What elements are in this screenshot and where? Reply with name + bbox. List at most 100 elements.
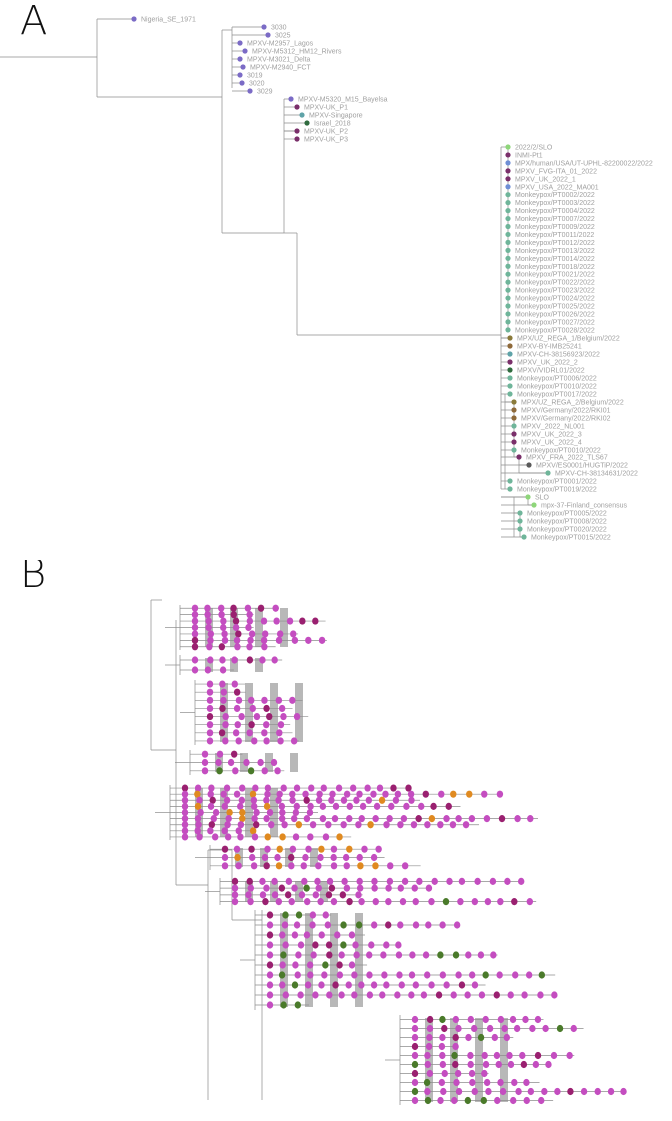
tip-marker [505,208,511,214]
tip-label: Monkeypox/PT0003/2022 [515,200,595,207]
tip-dot [305,845,312,853]
tip-label: MPXV-UK_P1 [304,105,348,112]
tip-marker [505,263,511,269]
tip-dot [423,1078,431,1087]
tip-dot [266,1001,274,1009]
tip-marker [505,168,511,174]
tip-dot [235,827,242,835]
tip-dot [181,784,189,792]
tip-label: Monkeypox/PT0015/2022 [531,535,611,542]
tip-dot [253,712,261,721]
tip-dot [270,758,278,767]
tip-dot [275,696,283,704]
tip-dot [483,815,491,823]
tip-label: Monkeypox/PT0027/2022 [515,319,595,326]
tip-dot [206,729,214,737]
tip-dot [388,802,395,810]
tip-dot [238,796,246,804]
collapsed-clade-bar [255,658,263,672]
tip-dot [206,704,214,713]
tip-dot [282,911,289,919]
tip-dot [215,758,222,767]
tip-dot [451,1051,458,1060]
tip-dot [290,737,298,745]
tip-dot [293,784,301,792]
tip-dot [244,604,252,612]
tip-dot [322,911,329,919]
tip-dot [266,712,273,721]
tip-label: MPX/human/USA/UT-UPHL-82200022/2022 [515,160,653,167]
tip-label: Monkeypox/PT0014/2022 [515,256,595,263]
tip-dot [303,815,311,823]
tip-label: INMI-Pt1 [515,152,543,159]
tip-dot [467,1051,474,1060]
tip-dot [494,1096,501,1105]
tip-dot [486,1024,494,1033]
tip-dot [422,790,429,798]
tip-dot [289,845,297,853]
tip-dot [507,1060,515,1069]
tip-dot [230,604,237,612]
tip-dot [249,827,257,835]
tip-dot [418,802,425,810]
tip-dot [303,796,310,804]
tip-dot [538,971,546,979]
tip-dot [326,951,333,959]
tip-dot [567,1087,574,1096]
tip-marker [247,88,253,94]
tip-dot [375,845,382,853]
tip-label: Monkeypox/PT0001/2022 [517,479,597,486]
tip-marker [517,526,523,532]
tip-dot [482,971,489,979]
tip-dot [326,991,333,999]
tip-dot [288,853,295,862]
tip-dot [424,1087,431,1096]
tip-dot [181,821,189,829]
tip-marker [521,534,527,540]
tip-label: MPXV_FRA_2022_TLS67 [526,455,608,462]
tip-dot [397,884,404,892]
tip-dot [343,790,351,798]
tip-dot [231,898,239,906]
tip-dot [233,790,241,798]
tip-dot [279,981,286,989]
tip-label: 3025 [275,33,291,40]
tip-dot [353,951,360,959]
tip-dot [252,821,260,829]
tip-dot [343,884,351,892]
tip-dot [477,951,485,959]
tip-dot [335,784,343,792]
tip-label: MPXV-CH-38156923/2022 [517,352,600,359]
tip-dot [328,796,335,804]
tip-dot [263,815,270,823]
tip-dot [338,991,345,999]
tip-dot [485,1087,492,1096]
tip-dot [424,1051,431,1060]
tip-label: Monkeypox/PT0019/2022 [517,487,597,494]
tip-dot [481,1051,488,1060]
tip-dot [312,991,319,999]
tip-dot [321,971,328,979]
tip-dot [208,784,215,792]
tip-dot [482,1060,490,1069]
tip-label: MPXV-M3021_Delta [247,57,311,64]
tip-marker [517,510,523,516]
tip-dot [246,617,254,625]
tip-dot [220,688,228,696]
tip-dot [253,808,260,817]
tip-dot [361,845,368,853]
tip-dot [276,790,283,798]
tip-dot [263,704,270,713]
tip-dot [452,1033,459,1042]
tip-dot [397,921,404,929]
tip-marker [507,478,513,484]
tip-dot [325,821,332,829]
tip-dot [338,951,345,959]
tip-dot [438,790,445,798]
tip-dot [532,1060,540,1069]
tip-marker [511,439,517,445]
tip-dot [280,1001,287,1009]
tip-dot [225,815,232,823]
tip-dot [231,884,239,892]
tree-b-tip-dots [181,604,627,1105]
